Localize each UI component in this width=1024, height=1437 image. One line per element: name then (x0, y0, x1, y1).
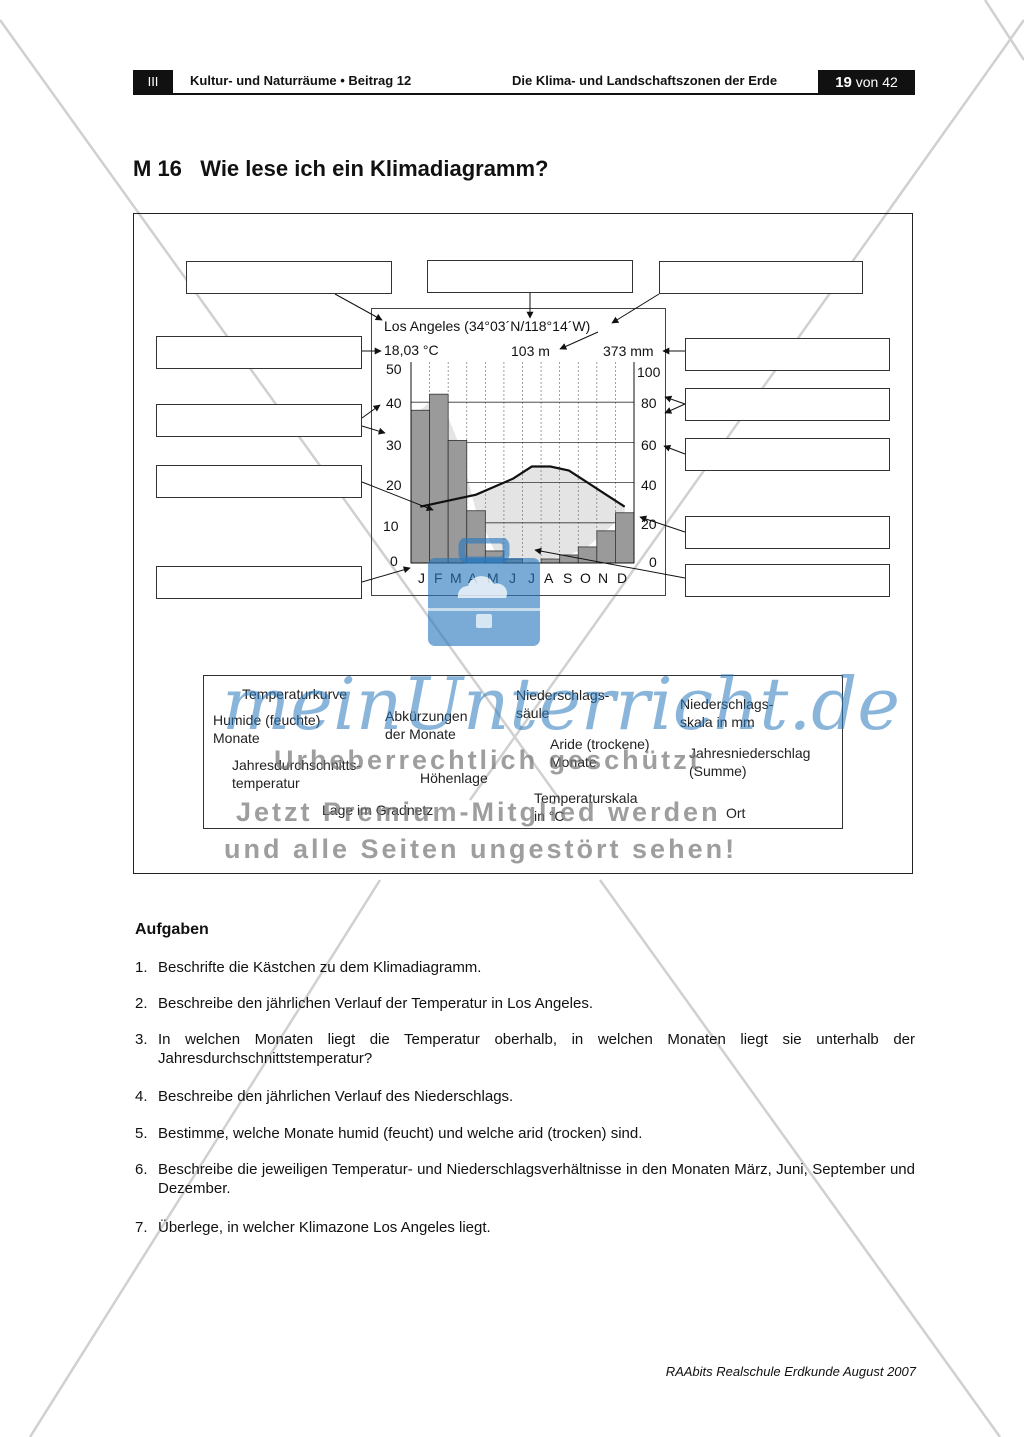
annual-precipitation: 373 mm (603, 343, 654, 359)
blank-box-right-5[interactable] (685, 564, 890, 597)
month-label: N (598, 570, 609, 586)
blank-box-right-3[interactable] (685, 438, 890, 471)
blank-box-left-2[interactable] (156, 404, 362, 437)
term-aride-monate: Aride (trockene)Monate (550, 736, 650, 770)
watermark-brand: meinUnterricht.de (222, 662, 900, 746)
arrow (559, 331, 599, 350)
header-series: Kultur- und Naturräume • Beitrag 12 (190, 73, 412, 88)
page-number: 19 von 42 (818, 70, 915, 94)
page-total: von 42 (855, 74, 898, 90)
task-item: 1.Beschrifte die Kästchen zu dem Klimadi… (135, 959, 482, 976)
blank-box-left-3[interactable] (156, 465, 362, 498)
precipitation-bar (596, 530, 616, 564)
blank-box-left-1[interactable] (156, 336, 362, 369)
term-jahresniederschlag: Jahresniederschlag(Summe) (689, 745, 811, 779)
temp-tick: 20 (386, 477, 402, 493)
worksheet-frame (133, 213, 913, 874)
altitude: 103 m (511, 343, 550, 359)
station-label: Los Angeles (34°03´N/118°14´W) (384, 318, 591, 334)
term-temperaturkurve: Temperaturkurve (242, 686, 348, 702)
arrow (664, 395, 686, 405)
month-label: A (544, 570, 554, 586)
temp-tick: 50 (386, 361, 402, 377)
task-item: 5.Bestimme, welche Monate humid (feucht)… (135, 1125, 643, 1142)
temp-tick: 10 (383, 518, 399, 534)
temp-tick: 0 (390, 553, 398, 569)
blank-box-top-right[interactable] (659, 261, 863, 294)
section-badge: III (133, 70, 173, 94)
arrow (664, 403, 686, 414)
month-label: O (580, 570, 591, 586)
blank-box-left-4[interactable] (156, 566, 362, 599)
precip-tick: 40 (641, 477, 657, 493)
arrow (334, 293, 383, 321)
arrow (361, 481, 434, 511)
blank-box-right-2[interactable] (685, 388, 890, 421)
term-humide-monate: Humide (feuchte)Monate (213, 712, 321, 746)
watermark-premium: Jetzt Premium-Mitglied werden (236, 797, 721, 827)
blank-box-right-4[interactable] (685, 516, 890, 549)
blank-box-right-1[interactable] (685, 338, 890, 371)
watermark-copyright: Urheberrechtlich geschützt (274, 745, 702, 775)
arrow (611, 293, 660, 324)
precipitation-bar (615, 512, 635, 564)
page-title: M 16 Wie lese ich ein Klimadiagramm? (133, 156, 549, 181)
arrow (361, 566, 411, 583)
term-jahresdurchschnittstemperatur: Jahresdurchschnitts-temperatur (232, 757, 362, 791)
task-item: 7.Überlege, in welcher Klimazone Los Ang… (135, 1219, 491, 1236)
temp-tick: 30 (386, 437, 402, 453)
arrow (361, 404, 381, 419)
page-current: 19 (835, 74, 852, 91)
word-bank (203, 675, 843, 829)
header-topic: Die Klima- und Landschaftszonen der Erde (512, 73, 778, 88)
task-item: 6.Beschreibe die jeweiligen Temperatur- … (135, 1161, 915, 1197)
month-label: J (418, 570, 425, 586)
term-ort: Ort (726, 805, 746, 821)
arrow (361, 425, 386, 435)
blank-box-top-left[interactable] (186, 261, 392, 294)
temp-tick: 40 (386, 395, 402, 411)
watermark-see-all: und alle Seiten ungestört sehen! (224, 834, 738, 864)
blank-box-top-center[interactable] (427, 260, 633, 293)
precip-tick: 0 (649, 554, 657, 570)
term-niederschlagssaeule: Niederschlags-säule (516, 687, 610, 721)
footer-credit: RAAbits Realschule Erdkunde August 2007 (665, 1364, 916, 1379)
temperature-curve (420, 465, 626, 508)
precip-tick: 60 (641, 437, 657, 453)
arrow (663, 444, 686, 455)
task-item: 4.Beschreibe den jährlichen Verlauf des … (135, 1088, 514, 1105)
precip-tick: 100 (637, 364, 661, 380)
task-item: 2.Beschreibe den jährlichen Verlauf der … (135, 995, 593, 1012)
mean-temperature: 18,03 °C (384, 342, 439, 358)
precip-tick: 80 (641, 395, 657, 411)
month-label: S (563, 570, 573, 586)
term-lage-im-gradnetz: Lage im Gradnetz (322, 802, 434, 818)
term-hoehenlage: Höhenlage (420, 770, 488, 786)
task-item: 3.In welchen Monaten liegt die Temperatu… (135, 1031, 915, 1067)
briefcase-icon (428, 538, 540, 646)
header-rule (133, 93, 915, 95)
month-label: D (617, 570, 628, 586)
term-niederschlagsskala: Niederschlags-skala in mm (680, 696, 774, 730)
arrow (639, 515, 686, 533)
tasks-heading: Aufgaben (135, 921, 209, 938)
arrow (534, 547, 686, 579)
